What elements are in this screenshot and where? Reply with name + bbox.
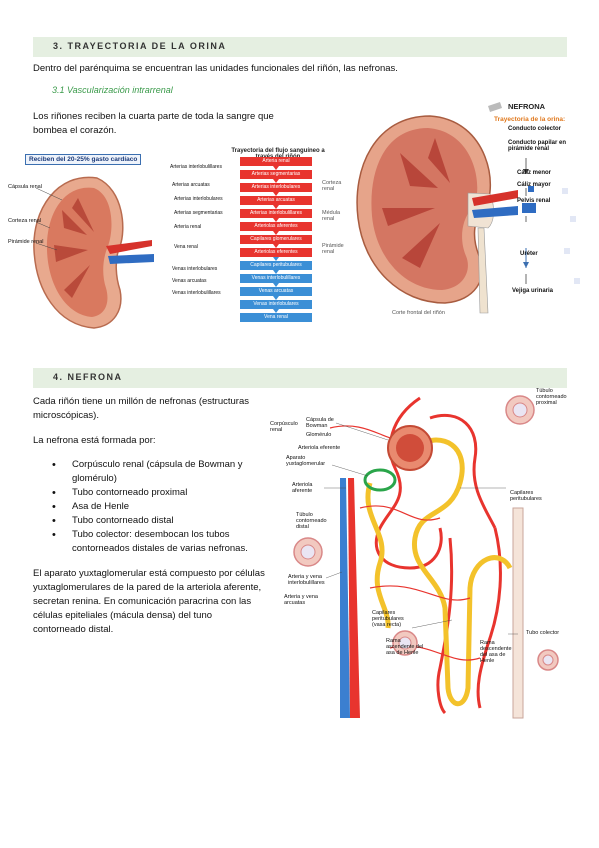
label-arteria-vena-arcuatas: Arteria y vena arcuatas (284, 594, 318, 606)
section-4-title: 4. NEFRONA (53, 372, 123, 382)
flow-arrow (273, 257, 279, 261)
step-conducto-papilar: Conducto papilar en pirámide renal (508, 140, 567, 152)
label-arteriola-aferente: Arteriola aferente (292, 482, 313, 494)
flow-step: Arterias arcuatas (240, 196, 312, 205)
label-capilares-peritubulares: Capilares peritubulares (510, 490, 542, 502)
label-piramide-renal: Pirámide renal (8, 239, 44, 245)
flow-arrow (273, 205, 279, 209)
label-vena-renal: Vena renal (174, 244, 198, 250)
list-item: Tubo contorneado distal (52, 514, 262, 528)
flow-step: Arterias interlobulares (240, 183, 312, 192)
cardiac-output-badge: Reciben del 20-25% gasto cardíaco (25, 154, 142, 165)
label-arterias-arcuatas: Arterias arcuatas (172, 182, 210, 188)
nephron-parts-list: Corpúsculo renal (cápsula de Bowman y gl… (52, 458, 262, 556)
flow-arrow (273, 218, 279, 222)
nephron-title: NEFRONA (508, 102, 546, 111)
flow-arrow (273, 270, 279, 274)
label-corteza: Corteza renal (322, 180, 342, 192)
kidney-vascular-figure: Reciben del 20-25% gasto cardíaco Cápsul… (2, 150, 170, 345)
flow-step: Arteriolas eferentes (240, 248, 312, 257)
flow-step: Venas arcuatas (240, 287, 312, 296)
label-arteria-vena-interlobulillares: Arteria y vena interlobulillares (288, 574, 325, 586)
flow-arrow (273, 179, 279, 183)
flow-step: Arteria renal (240, 157, 312, 166)
label-venas-interlobulillares: Venas interlobulillares (172, 290, 221, 296)
blood-flow-chart: Trayectoria del flujo sanguíneo a través… (222, 148, 332, 353)
label-piramide: Pirámide renal (322, 243, 344, 255)
label-venas-arcuatas: Venas arcuatas (172, 278, 207, 284)
kidney-vascular-labels: Arterias interlobulillares Arterias arcu… (168, 164, 228, 344)
label-medula: Médula renal (322, 210, 341, 222)
section-3-intro: Dentro del parénquima se encuentran las … (33, 63, 398, 74)
section-4-heading-bar: 4. NEFRONA (33, 368, 567, 388)
list-item: Tubo contorneado proximal (52, 486, 262, 500)
label-rama-ascendente: Rama ascendente del asa de Henle (386, 638, 424, 656)
list-item: Tubo colector: desembocan los tubos cont… (52, 528, 262, 556)
step-caliz-mayor: Cáliz mayor (517, 182, 551, 188)
flow-step: Arterias segmentarias (240, 170, 312, 179)
flow-arrow (273, 192, 279, 196)
label-corteza-renal: Corteza renal (8, 218, 42, 224)
frontal-section-caption: Corte frontal del riñón (392, 310, 445, 316)
flow-arrow (273, 296, 279, 300)
flow-arrow (273, 231, 279, 235)
label-rama-descendente: Rama descendente del asa de Henle (480, 640, 512, 664)
flow-step: Venas interlobulares (240, 300, 312, 309)
label-tubo-colector: Tubo colector (526, 630, 560, 636)
step-pelvis-renal: Pelvis renal (517, 198, 551, 204)
nephron-illustration (293, 395, 559, 719)
label-glomerulo: Glomérulo (306, 432, 332, 438)
label-arteriola-eferente: Arteriola eferente (298, 445, 341, 451)
label-capsula-bowman: Cápsula de Bowman (306, 417, 334, 429)
flow-step: Capilares glomerulares (240, 235, 312, 244)
flow-arrow (273, 283, 279, 287)
kidney-frontal-figure: NEFRONA Trayectoria de la orina: Conduct… (322, 98, 595, 323)
kidney-illustration (33, 176, 154, 329)
flow-arrow (273, 166, 279, 170)
flow-step: Arteriolas aferentes (240, 222, 312, 231)
label-aparato-yuxtaglomerular: Aparato yuxtaglomerular (286, 455, 326, 467)
label-tubulo-proximal: Túbulo contorneado proximal (536, 388, 567, 406)
flow-arrow (273, 244, 279, 248)
kidney-frontal-illustration (356, 102, 580, 314)
label-arteria-renal: Arteria renal (174, 224, 202, 230)
label-venas-interlobulares: Venas interlobulares (172, 266, 218, 272)
section-3-subheading: 3.1 Vascularización intrarrenal (52, 85, 173, 95)
juxtaglomerular-paragraph: El aparato yuxtaglomerular está compuest… (33, 568, 265, 635)
flow-step: Arterias interlobulillares (240, 209, 312, 218)
label-corpusculo: Corpúsculo renal (270, 421, 298, 433)
label-arterias-interlobulares: Arterias interlobulares (174, 196, 223, 202)
flow-step: Vena renal (240, 313, 312, 322)
section-4-intro: Cada riñón tiene un millón de nefronas (… (33, 396, 249, 421)
flow-step: Venas interlobulillares (240, 274, 312, 283)
step-vejiga-urinaria: Vejiga urinaria (512, 288, 554, 294)
flow-arrow (273, 309, 279, 313)
flow-step: Capilares peritubulares (240, 261, 312, 270)
step-conducto-colector: Conducto colector (508, 126, 562, 132)
list-item: Corpúsculo renal (cápsula de Bowman y gl… (52, 458, 262, 486)
label-capsula-renal: Cápsula renal (8, 184, 42, 190)
nephron-figure: Corpúsculo renal Cápsula de Bowman Glomé… (270, 388, 570, 723)
label-arterias-interlobulillares: Arterias interlobulillares (170, 164, 222, 170)
step-caliz-menor: Cáliz menor (517, 170, 552, 176)
nephron-composition-intro: La nefrona está formada por: (33, 435, 156, 446)
section-3-heading-bar: 3. TRAYECTORIA DE LA ORINA (33, 37, 567, 57)
section-3-paragraph: Los riñones reciben la cuarta parte de t… (33, 111, 274, 136)
label-tubulo-distal: Túbulo contorneado distal (296, 512, 327, 530)
urine-path-subtitle: Trayectoria de la orina: (494, 116, 566, 123)
label-arterias-segmentarias: Arterias segmentarias (174, 210, 223, 216)
section-3-title: 3. TRAYECTORIA DE LA ORINA (53, 41, 227, 51)
list-item: Asa de Henle (52, 500, 262, 514)
label-capilares-vasa-recta: Capilares peritubulares (vasa recta) (372, 610, 404, 628)
step-ureter: Uréter (520, 251, 538, 257)
